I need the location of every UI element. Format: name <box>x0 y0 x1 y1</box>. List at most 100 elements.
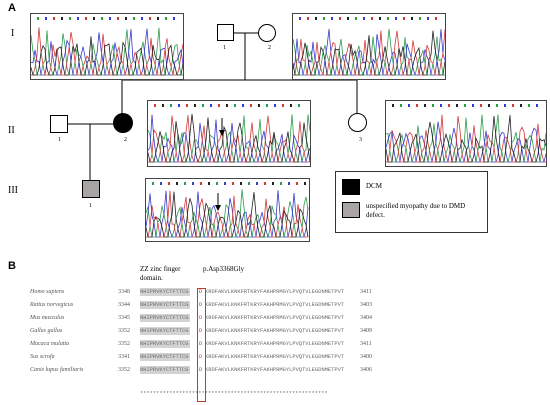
position-end: 3406 <box>360 367 372 373</box>
base-call-mark <box>536 104 538 107</box>
base-call-mark <box>109 17 111 20</box>
species-name: Canis lupus familiaris <box>30 367 84 373</box>
sequence-variant-residue: D <box>199 354 203 360</box>
species-name: Homo sapiens <box>30 289 65 295</box>
base-call-mark <box>170 104 172 107</box>
variant-highlight-box <box>197 288 206 402</box>
base-call-mark <box>432 104 434 107</box>
base-call-mark <box>216 182 218 185</box>
sequence-rest: KRDFAKVLKNKFRTKRYFAKHPRMGYLPVQTVLEGDNMET… <box>205 328 345 334</box>
base-call-mark <box>226 104 228 107</box>
base-call-mark <box>296 182 298 185</box>
base-call-mark <box>472 104 474 107</box>
position-end: 3404 <box>360 315 372 321</box>
base-call-mark <box>93 17 95 20</box>
base-call-mark <box>173 17 175 20</box>
sequence-domain: NHIPRVKYCTFTTCG <box>140 315 189 321</box>
base-call-mark <box>528 104 530 107</box>
zz-domain-highlight <box>140 340 190 348</box>
position-start: 3344 <box>118 302 130 308</box>
panel-b-label: B <box>8 260 16 272</box>
individual-ii1-number: 1 <box>58 137 61 143</box>
base-call-mark <box>512 104 514 107</box>
zz-domain-highlight <box>140 366 190 374</box>
sequence-domain: NHIPRVKYCTFTTCG <box>140 354 189 360</box>
individual-i2-circle <box>258 24 276 42</box>
trace-line <box>146 190 309 238</box>
base-call-mark <box>355 17 357 20</box>
trace-line <box>148 113 310 163</box>
species-name: Gallus gallus <box>30 328 63 334</box>
sequence-variant-residue: D <box>199 341 203 347</box>
base-call-mark <box>379 17 381 20</box>
sequence-variant-residue: D <box>199 328 203 334</box>
base-call-mark <box>264 182 266 185</box>
base-call-mark <box>61 17 63 20</box>
base-call-mark <box>307 17 309 20</box>
individual-ii3-circle <box>348 113 367 132</box>
base-call-mark <box>250 104 252 107</box>
base-call-mark <box>266 104 268 107</box>
base-call-mark <box>290 104 292 107</box>
base-call-mark <box>504 104 506 107</box>
base-call-mark <box>315 17 317 20</box>
chromatogram-ii2 <box>147 100 311 167</box>
variant-arrow-ii2 <box>219 118 225 136</box>
chromatogram-i1 <box>30 13 184 80</box>
individual-i2-number: 2 <box>268 45 271 51</box>
base-call-mark <box>178 104 180 107</box>
base-call-mark <box>440 104 442 107</box>
chromatogram-ii3 <box>385 100 547 167</box>
trace-line <box>293 30 445 76</box>
sequence-rest: KRDFAKVLKNKFRTKRYFAKHPRMGYLPVQTVLEGDNMET… <box>205 341 345 347</box>
base-call-mark <box>242 104 244 107</box>
base-call-mark <box>323 17 325 20</box>
base-call-mark <box>176 182 178 185</box>
trace-line <box>146 190 308 238</box>
base-call-mark <box>274 104 276 107</box>
species-name: Mus musculus <box>30 315 65 321</box>
legend-row-dcm: DCM <box>342 179 382 195</box>
zz-domain-highlight <box>140 353 190 361</box>
trace-line <box>146 191 309 238</box>
base-call-mark <box>85 17 87 20</box>
sequence-rest: KRDFAKVLKNKFRTKRYFAKHPRMGYLPVQTVLEGDNMET… <box>205 315 345 321</box>
base-call-mark <box>520 104 522 107</box>
base-call-mark <box>125 17 127 20</box>
sequence-variant-residue: D <box>199 315 203 321</box>
individual-i1-square <box>217 24 234 41</box>
base-call-mark <box>184 182 186 185</box>
trace-line <box>31 27 183 76</box>
base-call-mark <box>272 182 274 185</box>
base-call-mark <box>37 17 39 20</box>
base-call-mark <box>202 104 204 107</box>
sequence-rest: KRDFAKVLKNKFRTKRYFAKHPRMGYLPVQTVLEGDNMET… <box>205 367 345 373</box>
base-call-mark <box>101 17 103 20</box>
individual-ii2-number: 2 <box>124 137 127 143</box>
base-call-mark <box>488 104 490 107</box>
base-call-mark <box>192 182 194 185</box>
variant-label: p.Asp3368Gly <box>203 265 245 273</box>
position-start: 3352 <box>118 328 130 334</box>
base-call-mark <box>408 104 410 107</box>
base-call-mark <box>208 182 210 185</box>
position-end: 3411 <box>360 341 372 347</box>
species-name: Rattus norvegicus <box>30 302 74 308</box>
base-call-mark <box>218 104 220 107</box>
position-end: 3411 <box>360 289 372 295</box>
legend: DCM unspecified myopathy due to DMD defe… <box>335 171 488 233</box>
base-call-mark <box>282 104 284 107</box>
base-call-mark <box>448 104 450 107</box>
trace-line <box>293 29 445 76</box>
trace-line <box>293 28 445 76</box>
base-call-mark <box>186 104 188 107</box>
species-name: Sus scrofa <box>30 354 55 360</box>
base-call-mark <box>403 17 405 20</box>
base-call-mark <box>347 17 349 20</box>
base-call-mark <box>194 104 196 107</box>
base-call-mark <box>117 17 119 20</box>
base-call-mark <box>400 104 402 107</box>
base-call-mark <box>339 17 341 20</box>
trace-line <box>148 114 310 163</box>
sequence-rest: KRDFAKVLKNKFRTKRYFAKHPRMGYLPVQTVLEGDNMET… <box>205 354 345 360</box>
